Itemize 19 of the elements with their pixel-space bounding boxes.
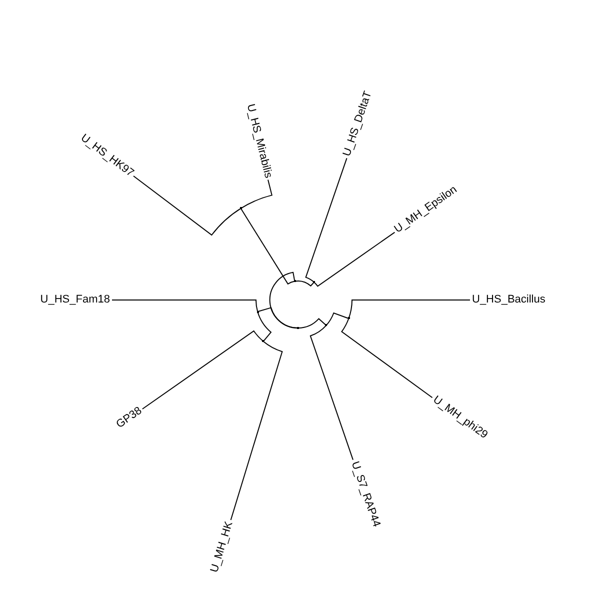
taxon-label: U_HS_Bacillus [472,294,546,306]
branch-node [313,281,316,284]
tree-branch [310,324,354,460]
tree-branch [298,318,327,328]
tree-branch [326,312,350,326]
tree-branch [348,300,470,319]
tree-branch [257,311,272,342]
tree-branch [341,318,433,398]
taxon-label: U_HS_Fam18 [40,294,110,306]
tree-branch [314,232,396,287]
tree-branch [240,208,296,284]
tree-branch [240,179,272,209]
tree-branch [142,330,264,410]
tree-branch [230,340,283,520]
tree-branch [305,158,348,283]
tree-branch [294,280,315,286]
tree-branch [133,176,242,236]
tree-branch [257,307,298,328]
tree-branch [112,300,258,312]
